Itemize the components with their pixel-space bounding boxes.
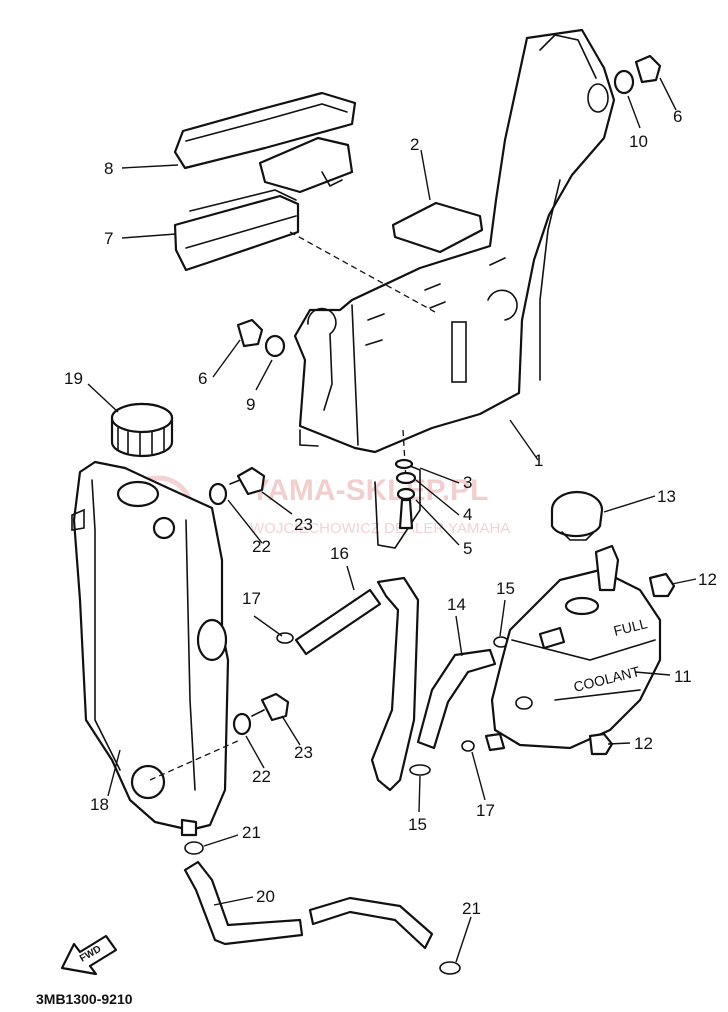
callout-numbers: 8 7 2 10 6 6 9 19 1 3 4 5 13 22 23 16 17…: [64, 107, 717, 918]
callout-21-right: 21: [462, 899, 481, 918]
part-7-bracket: [173, 136, 354, 272]
callout-3: 3: [463, 473, 472, 492]
callout-10: 10: [629, 132, 648, 151]
part-18-radiator: [71, 460, 241, 837]
part-21-clamps: [184, 841, 461, 975]
callout-12-bottom: 12: [634, 734, 653, 753]
part-3-4-5-fasteners: [374, 458, 421, 549]
callout-20: 20: [256, 887, 275, 906]
callout-15-upper: 15: [496, 579, 515, 598]
callout-22-upper: 22: [252, 537, 271, 556]
callout-7: 7: [104, 229, 113, 248]
callout-4: 4: [463, 505, 472, 524]
callout-14: 14: [447, 595, 466, 614]
part-20-hose: [183, 860, 434, 950]
callout-6-middle: 6: [198, 369, 207, 388]
callout-6-top: 6: [673, 107, 682, 126]
part-2-pad: [391, 201, 484, 254]
fwd-arrow-icon: FWD: [60, 934, 118, 976]
callout-22-lower: 22: [252, 767, 271, 786]
callout-17-left: 17: [242, 589, 261, 608]
part-19-radiator-cap: [110, 402, 174, 458]
callout-5: 5: [463, 539, 472, 558]
part-22-23-lower: [232, 692, 290, 736]
part-10-6-top: [613, 54, 662, 95]
part-6-9-middle: [236, 318, 286, 358]
part-11-coolant-tank: FULL COOLANT: [484, 544, 662, 752]
callout-13: 13: [657, 487, 676, 506]
watermark-sub-text: WOJCIECHOWICZ DEALER YAMAHA: [250, 520, 510, 537]
assembly-line-bolt: [402, 429, 407, 481]
part-13-tank-cap: [550, 490, 604, 541]
callout-19: 19: [64, 369, 83, 388]
leader-lines: [87, 77, 697, 963]
callout-1: 1: [534, 451, 543, 470]
callout-23-upper: 23: [294, 515, 313, 534]
callout-2: 2: [410, 135, 419, 154]
part-14-hose: [416, 648, 497, 750]
callout-8: 8: [104, 159, 113, 178]
callout-11: 11: [674, 667, 692, 686]
part-1-bracket: [293, 28, 616, 454]
watermark-main-text: YAMA-SKLEP.PL: [250, 474, 488, 507]
callout-23-lower: 23: [294, 743, 313, 762]
callout-15-lower: 15: [408, 815, 427, 834]
callout-12-top: 12: [698, 570, 717, 589]
callout-9: 9: [246, 395, 255, 414]
callout-18: 18: [90, 795, 109, 814]
assembly-line-pad: [289, 231, 436, 313]
part-12-bolts: [588, 572, 676, 756]
callout-21-left: 21: [242, 823, 261, 842]
callout-16: 16: [330, 544, 349, 563]
callout-17-right: 17: [476, 801, 495, 820]
part-16-hose: [294, 576, 420, 792]
part-8-pad: [173, 91, 357, 170]
watermark: YAMA-SKLEP.PL WOJCIECHOWICZ DEALER YAMAH…: [121, 474, 510, 549]
part-22-23-upper: [208, 466, 266, 506]
diagram-code: 3MB1300-9210: [36, 991, 133, 1007]
